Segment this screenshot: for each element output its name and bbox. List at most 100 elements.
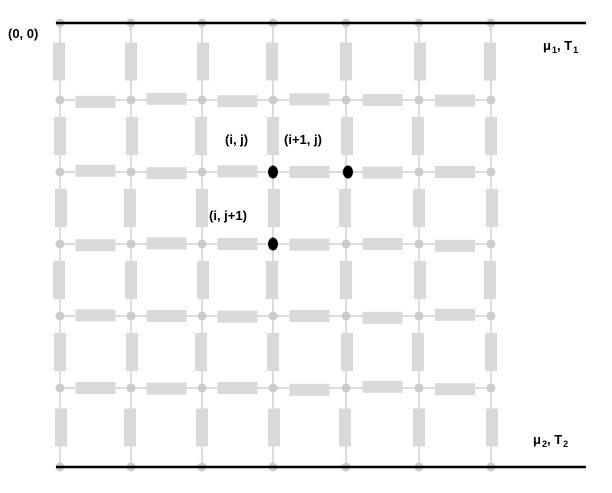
vertical-resistor [266, 42, 278, 81]
grid-node [197, 167, 207, 177]
horizontal-resistor [435, 383, 475, 396]
node-i1j-label: (i+1, j) [284, 132, 322, 147]
vertical-resistor [196, 189, 208, 227]
t2-symbol: T [554, 432, 563, 447]
vertical-resistor [268, 408, 280, 447]
vertical-resistor [267, 333, 279, 371]
horizontal-resistor [146, 167, 187, 180]
grid-node [268, 311, 278, 321]
vertical-resistor [414, 261, 426, 299]
grid-node [197, 311, 207, 321]
grid-node [197, 383, 207, 393]
node-i1j [343, 165, 353, 179]
grid-node [486, 311, 496, 321]
vertical-resistor [339, 408, 351, 447]
vertical-resistor [268, 189, 280, 227]
vertical-resistor [124, 189, 136, 227]
node-ij-label: (i, j) [225, 132, 249, 147]
vertical-resistor [196, 408, 208, 447]
grid-node [126, 311, 136, 321]
grid-node [197, 95, 207, 105]
vertical-resistor [339, 189, 351, 227]
vertical-resistor [486, 189, 498, 227]
origin-label: (0, 0) [8, 26, 39, 41]
horizontal-resistor [362, 94, 403, 106]
vertical-resistor [55, 408, 67, 447]
vertical-resistor [54, 117, 66, 155]
vertical-resistor [341, 117, 353, 155]
horizontal-resistor [362, 311, 403, 324]
t1-subscript: 1 [573, 45, 579, 55]
mu1-subscript: 1 [551, 45, 557, 55]
vertical-resistor [125, 42, 137, 81]
horizontal-resistor [146, 310, 187, 322]
horizontal-resistor [289, 383, 330, 396]
grid-node [486, 95, 496, 105]
vertical-resistor [197, 261, 209, 299]
horizontal-resistor [217, 95, 258, 108]
node-ij [268, 165, 278, 179]
horizontal-resistor [289, 238, 330, 251]
horizontal-resistor [289, 310, 330, 322]
grid-node [486, 167, 496, 177]
vertical-resistor [124, 408, 136, 447]
bottom-boundary-label: μ2, T2 [533, 432, 569, 449]
horizontal-resistor [146, 92, 187, 105]
horizontal-resistor [146, 382, 187, 395]
grid-node [55, 239, 65, 249]
horizontal-resistor [289, 93, 330, 106]
horizontal-resistor [217, 165, 258, 178]
grid-node [268, 95, 278, 105]
grid-node [414, 95, 424, 105]
grid-node [55, 167, 65, 177]
vertical-resistor [485, 117, 497, 155]
node-ij1-label: (i, j+1) [209, 208, 247, 223]
horizontal-resistor [75, 95, 116, 108]
vertical-resistor [413, 189, 425, 227]
horizontal-resistor [217, 238, 258, 250]
vertical-resistor [412, 333, 424, 371]
node-ij1 [268, 237, 278, 251]
grid-node [341, 95, 351, 105]
vertical-resistor [266, 261, 278, 299]
vertical-resistor [53, 261, 65, 299]
grid-node [126, 239, 136, 249]
horizontal-resistor [75, 309, 116, 322]
horizontal-resistor [289, 166, 330, 178]
vertical-resistor [53, 42, 65, 81]
grid-node [486, 239, 496, 249]
t1-symbol: T [564, 38, 573, 53]
vertical-resistor [195, 333, 207, 371]
vertical-resistor [485, 333, 497, 371]
vertical-resistor [54, 333, 66, 371]
vertical-resistor [414, 42, 426, 81]
horizontal-resistor [362, 380, 403, 393]
grid-node [414, 311, 424, 321]
vertical-resistor [341, 333, 353, 371]
mu1-symbol: μ [543, 38, 551, 53]
grid-node [341, 383, 351, 393]
vertical-resistor [412, 117, 424, 155]
vertical-resistor [484, 261, 496, 299]
grid-node [126, 95, 136, 105]
vertical-resistor [126, 333, 138, 371]
horizontal-resistor [362, 166, 403, 179]
grid-node [55, 383, 65, 393]
horizontal-resistor [435, 308, 475, 321]
mu2-subscript: 2 [541, 439, 547, 449]
horizontal-resistor [435, 239, 475, 252]
horizontal-resistor [75, 239, 116, 252]
grid-node [55, 311, 65, 321]
grid-node [486, 383, 496, 393]
grid-node [414, 239, 424, 249]
grid-node [55, 95, 65, 105]
vertical-resistor [413, 408, 425, 447]
grid-node [268, 383, 278, 393]
vertical-resistor [486, 408, 498, 447]
grid-node [414, 167, 424, 177]
horizontal-resistor [362, 238, 403, 250]
top-boundary-label: μ1, T1 [543, 38, 579, 55]
grid-node [341, 239, 351, 249]
grid-node [197, 239, 207, 249]
